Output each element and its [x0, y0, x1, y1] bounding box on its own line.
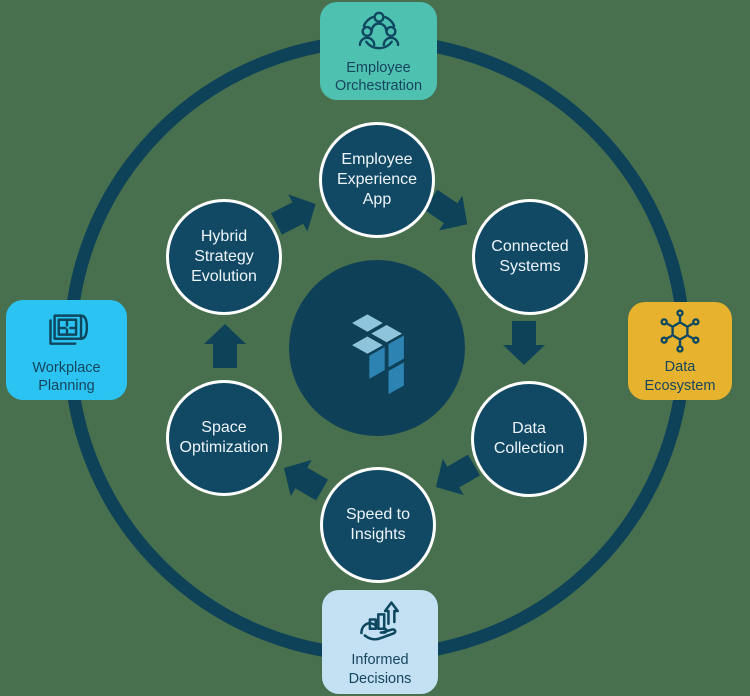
node-connected-systems: Connected Systems [472, 199, 588, 315]
node-hybrid-strategy-evolution: Hybrid Strategy Evolution [166, 199, 282, 315]
node-speed-to-insights: Speed to Insights [320, 467, 436, 583]
center-hub [289, 260, 465, 436]
node-space-optimization: Space Optimization [166, 380, 282, 496]
vergesense-logo-icon [352, 313, 404, 394]
node-label: Employee Experience App [336, 151, 418, 208]
flow-arrow-connected-to-data-collection [503, 321, 545, 365]
node-data-collection: Data Collection [471, 381, 587, 497]
flow-arrow-data-collection-to-speed [435, 454, 481, 496]
badge-label: Workplace Planning [32, 359, 101, 395]
node-label: Connected Systems [491, 238, 569, 275]
badge-employee-orchestration: Employee Orchestration [320, 2, 437, 100]
node-label: Data Collection [493, 420, 565, 457]
hand-growth-chart-icon [360, 601, 399, 641]
flow-arrow-speed-to-space [283, 459, 329, 501]
badge-workplace-planning: Workplace Planning [6, 300, 127, 400]
data-network-icon [660, 309, 700, 354]
badge-informed-decisions: Informed Decisions [322, 590, 438, 694]
badge-label: Data Ecosystem [644, 359, 716, 394]
floor-plan-icon [48, 314, 88, 345]
node-label: Space Optimization [179, 419, 269, 456]
node-label: Speed to Insights [345, 506, 411, 543]
flow-arrow-space-to-hybrid [204, 324, 246, 368]
team-circle-icon [358, 11, 399, 50]
node-employee-experience-app: Employee Experience App [319, 122, 435, 238]
flow-arrow-employee-app-to-connected [424, 189, 468, 231]
badge-label: Informed Decisions [348, 652, 412, 687]
badge-label: Employee Orchestration [334, 59, 423, 95]
flow-arrow-hybrid-to-employee-app [270, 194, 316, 235]
node-label: Hybrid Strategy Evolution [191, 228, 257, 285]
badge-data-ecosystem: Data Ecosystem [628, 302, 732, 400]
